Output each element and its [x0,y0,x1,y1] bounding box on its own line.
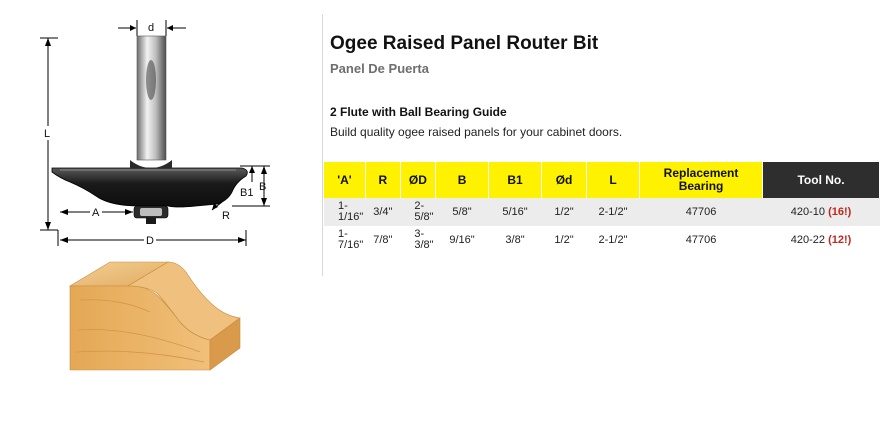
bearing-face [140,208,162,216]
router-bit-diagram: d L A [40,20,270,371]
spec-table-header: 'A' R ØD B B1 Ød L Replacement Bearing T… [324,162,881,198]
cell-od-line2: 3/8" [414,239,434,251]
tool-number: 420-22 [790,233,826,246]
cell-b: 9/16" [435,226,489,254]
cell-a: 1- 7/16" [324,226,366,254]
product-illustration: d L A [0,0,320,435]
cutter-body [51,167,248,208]
cell-od-line1: 3- [414,228,425,240]
dimension-d-overall: D [57,230,247,247]
cell-bearing: 47706 [639,226,763,254]
dimension-l: L [40,37,58,231]
header-bearing: Replacement Bearing [639,162,764,198]
header-b1: B1 [488,162,543,198]
cell-tool-no: 420-22 (12!) [762,226,880,254]
cell-tool-no: 420-10 (16!) [762,198,880,226]
product-title: Ogee Raised Panel Router Bit [330,33,599,54]
dimension-r: R [211,201,230,222]
table-row: 1- 7/16" 7/8" 3- 3/8" 9/16" 3/8" 1/2" 2-… [324,226,880,254]
header-b: B [435,162,490,198]
cell-od-small: 1/2" [541,198,587,226]
cell-a-line2: 7/16" [338,239,364,251]
dimension-d: d [118,20,186,36]
product-subtitle: Panel De Puerta [330,61,429,76]
label-d-overall: D [146,235,154,247]
feature-heading: 2 Flute with Ball Bearing Guide [330,105,507,119]
header-r: R [365,162,401,198]
table-row: 1- 1/16" 3/4" 2- 5/8" 5/8" 5/16" 1/2" 2-… [324,198,880,226]
label-d: d [148,22,154,34]
cell-l: 2-1/2" [586,226,640,254]
label-a: A [92,207,100,219]
bearing-screw [146,218,156,224]
shank-collar [130,160,172,168]
cell-a-line1: 1- [338,228,348,240]
wood-profile [68,261,241,371]
header-bearing-line1: Replacement [663,166,739,180]
stock-count: (16!) [828,205,852,218]
dimension-b: B B1 [232,165,270,207]
dimension-a: A [60,206,133,219]
tool-number: 420-10 [790,205,826,218]
header-od-big: ØD [400,162,437,198]
cell-od-line2: 5/8" [414,211,434,223]
label-r: R [222,210,230,222]
cell-l: 2-1/2" [586,198,640,226]
feature-description: Build quality ogee raised panels for you… [330,125,623,139]
cell-a: 1- 1/16" [324,198,366,226]
cell-r: 7/8" [365,226,401,254]
stock-count: (12!) [828,233,852,246]
cell-a-line2: 1/16" [338,211,364,223]
label-b1: B1 [240,187,253,199]
label-l: L [44,128,50,140]
header-od-small: Ød [541,162,588,198]
cell-od-line1: 2- [414,200,425,212]
header-bearing-line2: Bearing [678,179,724,193]
cell-a-line1: 1- [338,200,348,212]
spec-table: 'A' R ØD B B1 Ød L Replacement Bearing T… [324,162,881,254]
brand-logo [146,60,156,100]
cell-r: 3/4" [365,198,401,226]
cell-b: 5/8" [435,198,489,226]
section-divider [322,14,323,276]
cell-b1: 5/16" [488,198,542,226]
label-b: B [259,181,266,193]
header-a: 'A' [324,162,366,198]
cell-b1: 3/8" [488,226,542,254]
cell-od-big: 3- 3/8" [400,226,436,254]
cell-od-small: 1/2" [541,226,587,254]
header-l: L [586,162,641,198]
cell-bearing: 47706 [639,198,763,226]
cell-od-big: 2- 5/8" [400,198,436,226]
header-tool: Tool No. [762,162,881,198]
